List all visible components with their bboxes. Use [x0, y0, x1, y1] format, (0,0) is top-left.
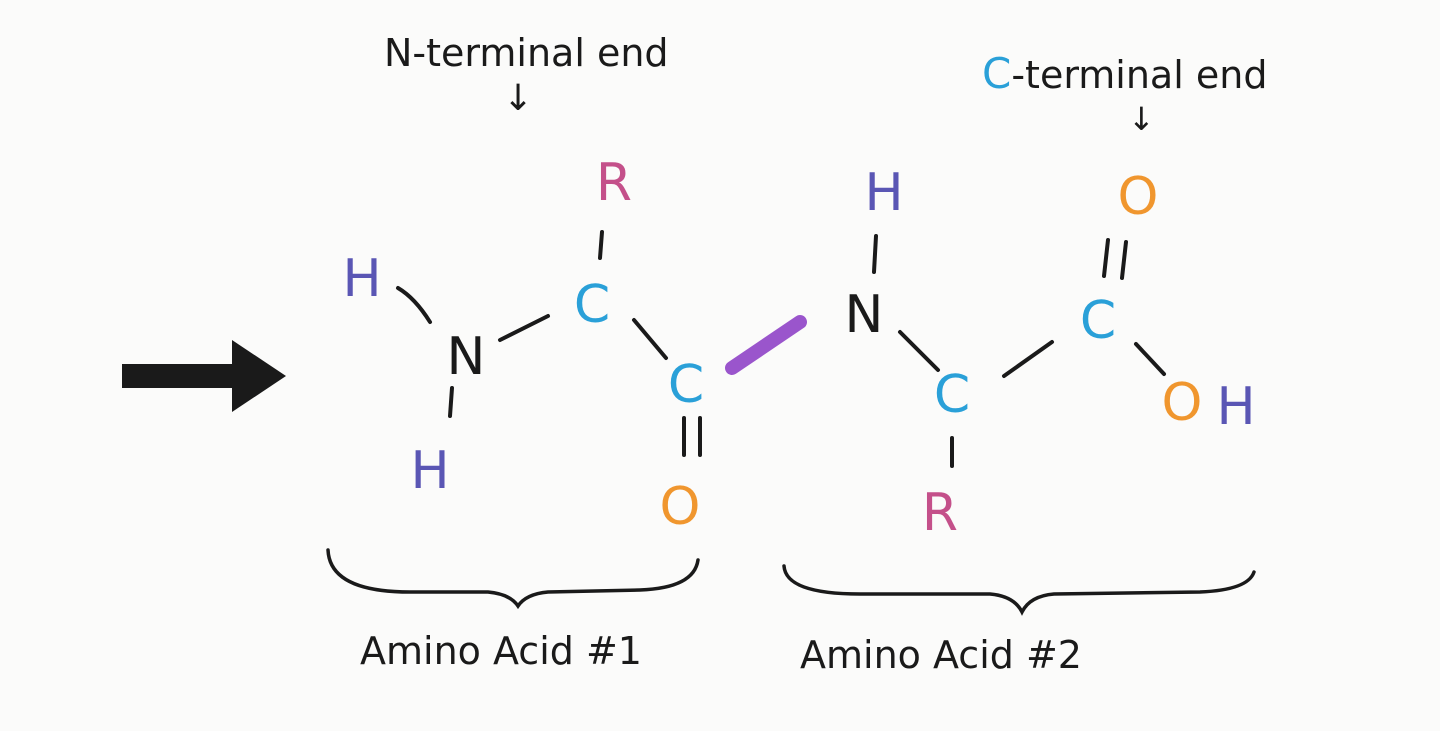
- brace-amino-acid-2: [782, 564, 1256, 616]
- atom-o-carboxyl-double: O: [1118, 167, 1159, 227]
- bond-h-n-top: [396, 286, 432, 324]
- bond-nright-h: [872, 234, 878, 274]
- bond-ccarboxyl-oh: [1134, 342, 1166, 376]
- bonds: [396, 230, 1166, 468]
- atom-r-1: R: [596, 153, 632, 213]
- right-arrow-icon: [122, 340, 286, 412]
- atom-c-alpha-2: C: [934, 365, 970, 425]
- atoms: H H N C R C O N H C R C O O H: [342, 153, 1255, 543]
- n-terminal-label: N-terminal end: [384, 31, 669, 75]
- n-terminal-arrow-icon: ↓: [503, 78, 533, 119]
- atom-n-right: N: [845, 285, 884, 345]
- atom-o-hydroxyl: O: [1162, 373, 1203, 433]
- c-terminal-rest: -terminal end: [1011, 53, 1267, 97]
- atom-h-top-left: H: [342, 249, 381, 309]
- bond-cooh-double-b: [1120, 240, 1128, 280]
- bond-n-h-bottom: [448, 386, 454, 418]
- atom-c-carboxyl: C: [1080, 291, 1116, 351]
- bond-calpha1-ccarbonyl1: [632, 318, 668, 360]
- bond-cooh-double-a: [1102, 238, 1110, 278]
- atom-h-on-n-right: H: [864, 163, 903, 223]
- atom-h-hydroxyl: H: [1216, 377, 1255, 437]
- bond-n-calpha1: [498, 314, 550, 342]
- bond-nright-calpha2: [898, 330, 940, 372]
- amino-acid-1-label: Amino Acid #1: [360, 629, 642, 673]
- amino-acid-2-label: Amino Acid #2: [800, 633, 1082, 677]
- atom-r-2: R: [922, 483, 958, 543]
- bond-calpha2-ccarboxyl: [1002, 340, 1054, 378]
- c-terminal-label: C-terminal end: [982, 49, 1267, 98]
- peptide-bond: [725, 315, 807, 375]
- bond-calpha1-r1: [598, 230, 604, 260]
- atom-n-left: N: [447, 327, 486, 387]
- brace-amino-acid-1: [326, 548, 700, 610]
- c-terminal-arrow-icon: ↓: [1128, 100, 1155, 138]
- c-terminal-prefix: C: [982, 49, 1011, 98]
- atom-h-bottom-left: H: [410, 441, 449, 501]
- atom-o-carbonyl-1: O: [660, 477, 701, 537]
- atom-c-carbonyl-1: C: [668, 355, 704, 415]
- atom-c-alpha-1: C: [574, 275, 610, 335]
